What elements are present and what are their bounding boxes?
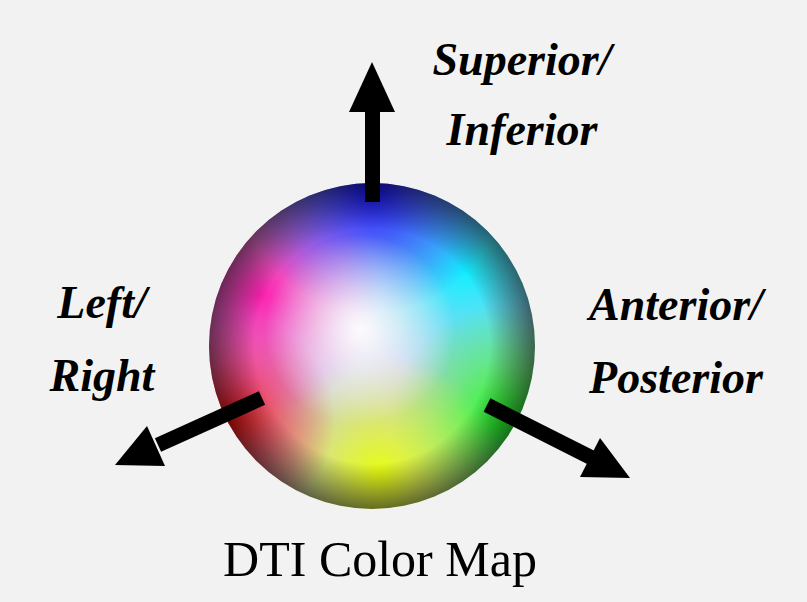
axis-label: Left/ Right [17,266,187,412]
axis-label: Anterior/ Posterior [548,268,804,414]
figure-caption: DTI Color Map [223,529,537,589]
axis-label: Superior/ Inferior [392,25,652,165]
